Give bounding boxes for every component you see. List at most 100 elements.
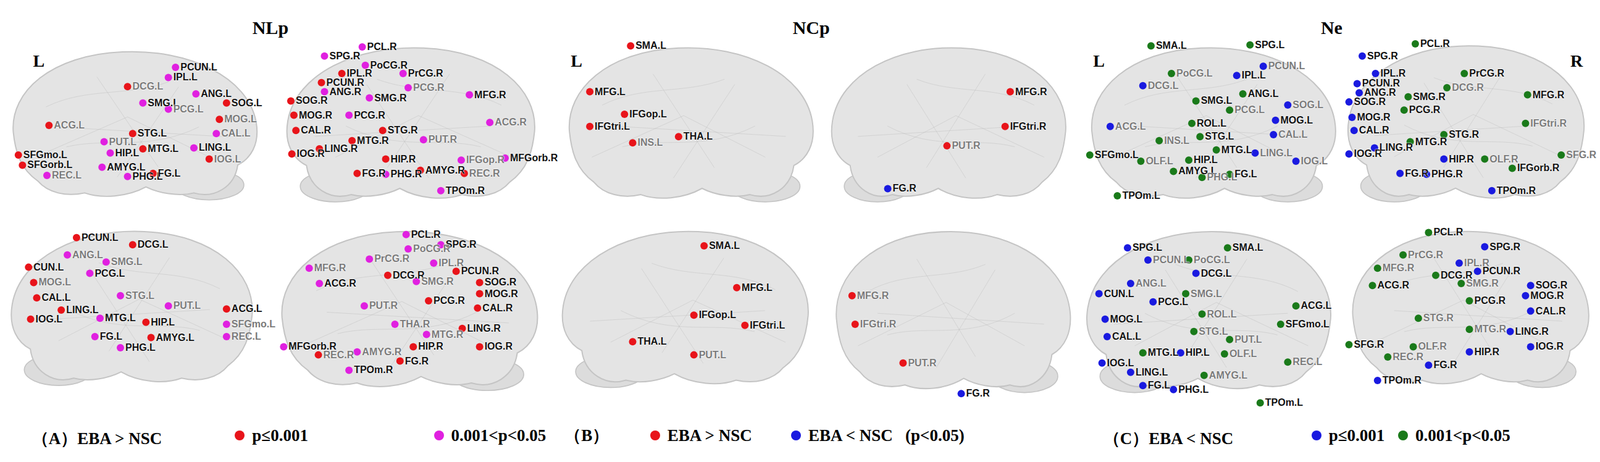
region-label: ANG.R [329,87,362,97]
roi-dot [1272,116,1280,125]
region-label: FG.L [158,168,181,179]
region-label: MTG.L [1221,145,1253,155]
region-label: FG.R [1433,360,1457,370]
region-label: IFGtri.R [1010,121,1047,132]
roi-dot [465,91,474,99]
roi-dot [63,251,72,259]
region-label: PCUN.L [180,62,218,73]
region-label: MOG.L [1110,314,1143,325]
region-label: AMYG.R [361,347,402,357]
region-label: MOG.L [224,114,257,125]
region-label: TPOm.R [1496,185,1536,196]
region-label: INS.L [637,137,664,148]
region-label: LING.L [198,142,231,153]
roi-dot [899,359,907,367]
region-label: SMG.R [421,276,454,287]
roi-dot [320,52,328,60]
region-label: IFGop.R [466,154,505,165]
roi-dot [1188,119,1196,128]
roi-dot [314,351,323,359]
roi-dot [287,96,295,105]
region-label: PoCG.R [413,243,451,254]
roi-dot [222,332,231,341]
roi-dot [423,330,431,339]
roi-dot [1358,52,1366,60]
roi-dot [1409,342,1418,351]
roi-dot [1169,167,1177,175]
roi-dot [1355,88,1363,97]
roi-dot [1144,256,1152,264]
roi-dot [192,90,200,98]
roi-dot [24,263,33,272]
region-label: ACG.R [1377,280,1410,291]
roi-dot [98,163,106,172]
roi-dot [1404,93,1412,101]
roi-dot [396,357,404,365]
legend-text: EBA > NSC [667,427,753,444]
roi-dot [424,297,433,305]
region-label: MOG.L [1280,115,1313,126]
roi-dot [390,320,399,328]
region-label: IPL.R [438,258,464,269]
roi-dot [138,145,147,153]
legend-text: p≤0.001 [251,427,309,444]
roi-dot [1225,335,1234,344]
roi-dot [1189,327,1198,336]
region-label: OLF.L [1145,156,1173,167]
region-label: ACG.L [53,120,85,131]
hemisphere-letter: L [570,52,583,70]
region-label: IFGorb.R [1517,163,1560,173]
roi-dot [384,271,392,280]
region-label: ROL.L [1196,118,1227,129]
roi-dot [1353,79,1362,88]
legend-text: 0.001<p<0.05 [451,427,547,444]
roi-dot [212,129,220,138]
region-label: PCG.L [1234,104,1265,115]
region-label: SMG.R [1412,92,1446,102]
roi-dot [102,258,110,266]
region-label: TPOm.R [353,364,393,375]
legend-swatch [1398,430,1408,441]
roi-dot [348,137,356,145]
roi-dot [164,73,173,81]
roi-dot [741,321,749,330]
roi-dot [222,99,231,107]
region-label: MOG.R [1356,112,1391,123]
roi-dot [1101,315,1110,323]
roi-dot [1086,151,1094,159]
region-label: CAL.L [1112,331,1142,342]
roi-dot [1123,243,1132,252]
region-label: OLF.L [1229,348,1257,359]
region-label: PUT.L [173,300,201,311]
region-label: PCUN.R [461,266,499,277]
region-label: PrCG.R [408,68,444,79]
region-label: SMA.L [1156,40,1187,51]
roi-dot [1457,279,1465,288]
region-label: FG.R [966,388,990,399]
roi-dot [1239,90,1247,98]
roi-dot [437,187,445,195]
roi-dot [1474,267,1482,275]
roi-dot [14,151,23,159]
region-label: LING.R [324,143,358,154]
panel-title: Ne [1320,18,1343,38]
region-label: SMG.L [1190,289,1223,299]
roi-dot [288,150,296,158]
roi-dot [626,41,635,50]
region-label: PCUN.L [1268,61,1306,72]
region-label: PUT.R [369,300,398,311]
region-label: LING.R [467,323,501,334]
region-label: SFGorb.L [27,159,73,170]
roi-dot [1506,327,1515,336]
region-label: IPL.L [173,72,198,83]
region-label: SFGmo.L [1094,150,1139,160]
region-label: ANG.L [72,250,104,260]
roi-dot [690,351,698,359]
roi-dot [476,278,484,286]
region-label: THA.R [399,319,430,330]
region-label: TPOm.R [1382,375,1422,386]
roi-dot [1292,301,1300,310]
region-label: AMYG.L [106,162,146,173]
